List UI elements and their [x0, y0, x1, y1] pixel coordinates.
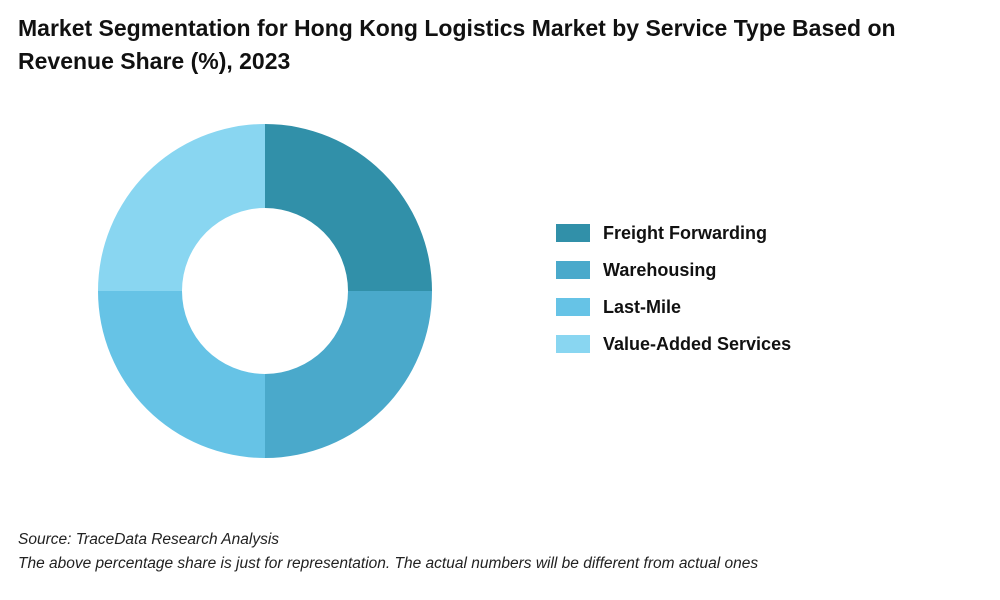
source-text: Source: TraceData Research Analysis — [18, 531, 280, 548]
chart-footer: Source: TraceData Research Analysis The … — [18, 528, 978, 576]
legend-label: Warehousing — [603, 259, 717, 280]
legend-swatch — [556, 224, 590, 242]
donut-slice-last-mile — [98, 291, 265, 458]
legend-item: Last-Mile — [556, 296, 791, 318]
legend-label: Last-Mile — [603, 296, 682, 317]
donut-slice-value-added-services — [98, 124, 265, 291]
chart-legend: Freight Forwarding Warehousing Last-Mile… — [556, 222, 791, 355]
legend-label: Freight Forwarding — [603, 222, 767, 243]
legend-item: Freight Forwarding — [556, 222, 791, 244]
legend-swatch — [556, 298, 590, 316]
legend-item: Warehousing — [556, 259, 791, 281]
legend-swatch — [556, 261, 590, 279]
chart-title: Market Segmentation for Hong Kong Logist… — [18, 15, 896, 74]
disclaimer-text: The above percentage share is just for r… — [18, 555, 759, 572]
legend-swatch — [556, 335, 590, 353]
legend-label: Value-Added Services — [603, 333, 792, 354]
donut-slice-warehousing — [265, 291, 432, 458]
legend-item: Value-Added Services — [556, 333, 791, 355]
donut-slice-freight-forwarding — [265, 124, 432, 291]
